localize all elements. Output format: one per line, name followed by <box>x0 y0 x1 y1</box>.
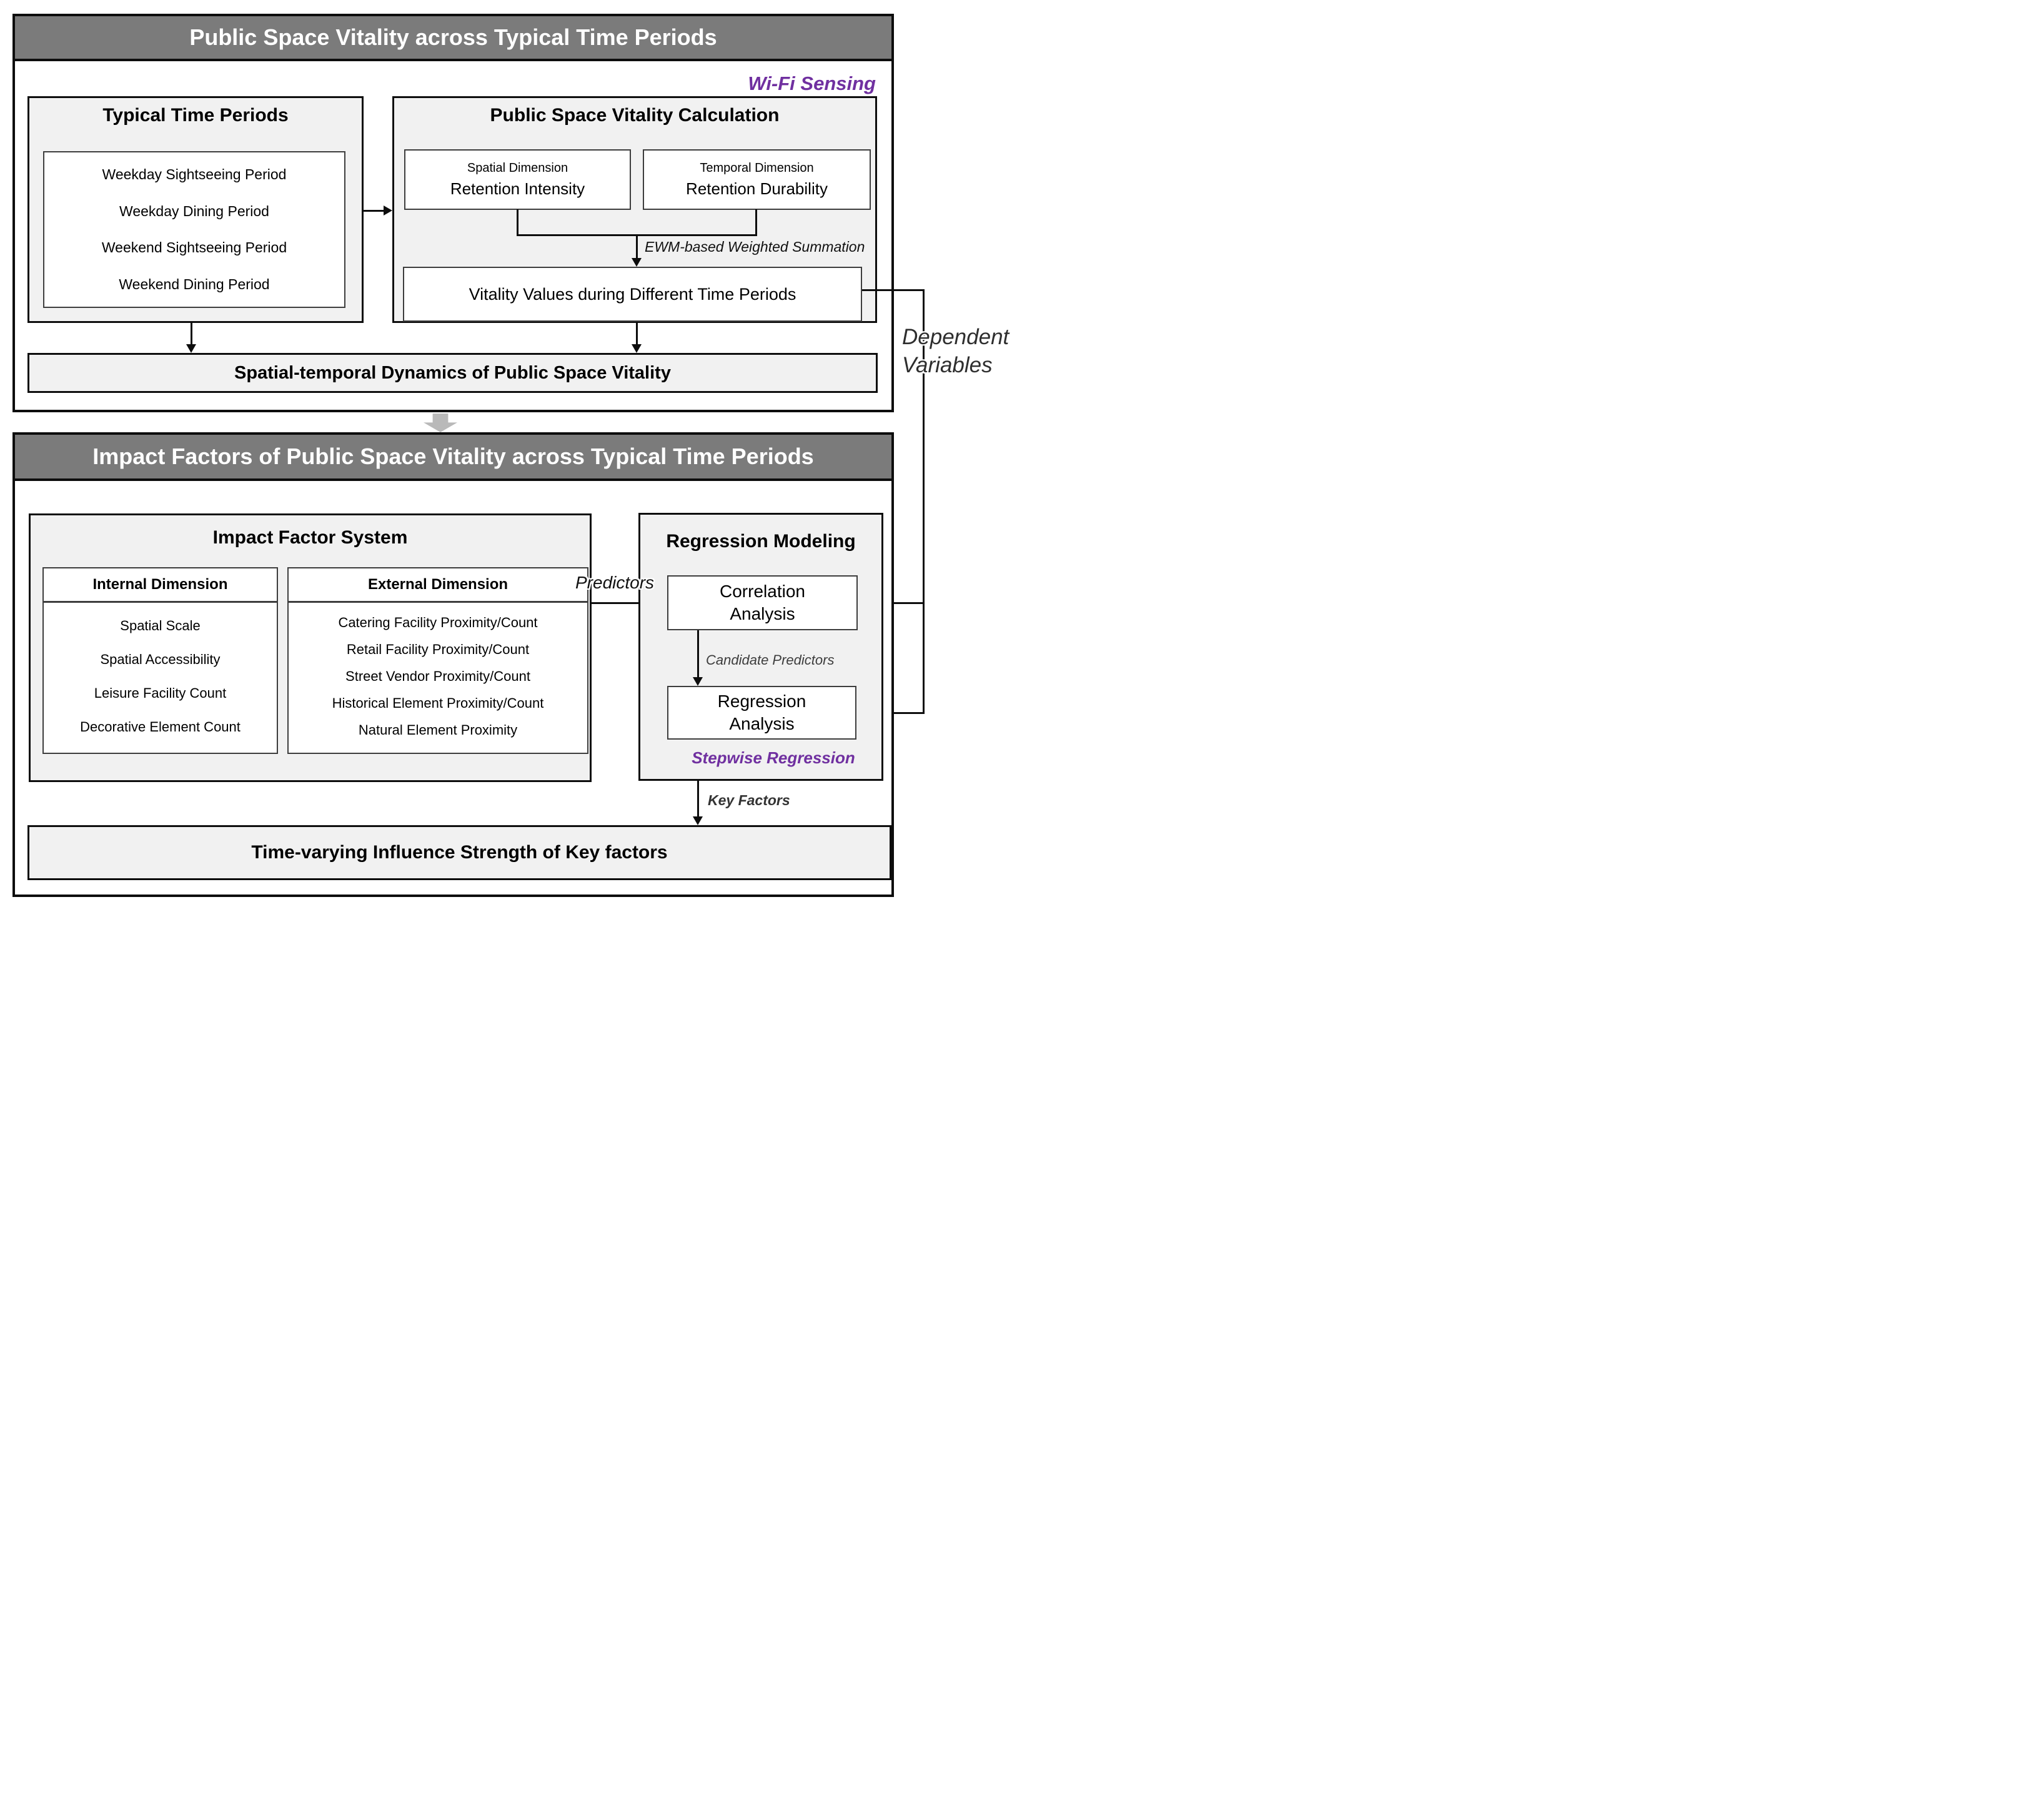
retention-durability-box: Temporal Dimension Retention Durability <box>643 149 871 210</box>
connector-typical-to-dynamics <box>191 323 192 345</box>
spatial-dimension-label: Spatial Dimension <box>467 161 568 175</box>
typical-time-periods-title: Typical Time Periods <box>102 105 289 126</box>
dynamics-bar-label: Spatial-temporal Dynamics of Public Spac… <box>234 362 671 383</box>
vitality-values-label: Vitality Values during Different Time Pe… <box>469 284 796 304</box>
retention-intensity-label: Retention Intensity <box>450 179 585 198</box>
retention-intensity-box: Spatial Dimension Retention Intensity <box>404 149 631 210</box>
key-factors-label: Key Factors <box>708 792 790 808</box>
typical-periods-list: Weekday Sightseeing Period Weekday Dinin… <box>43 151 345 308</box>
connector-candidate-predictors <box>697 630 699 678</box>
candidate-predictors-label: Candidate Predictors <box>706 652 835 668</box>
regression-analysis-box: Regression Analysis <box>667 686 856 740</box>
arrowhead-down-icon <box>632 344 642 353</box>
external-dimension-items: Catering Facility Proximity/Count Retail… <box>289 603 587 753</box>
list-item: Retail Facility Proximity/Count <box>346 641 530 657</box>
connector-typical-to-calculation <box>364 210 385 212</box>
vitality-calculation-title: Public Space Vitality Calculation <box>490 105 780 126</box>
regression-analysis-line1: Regression <box>717 691 806 711</box>
connector-dependent-vertical <box>923 289 925 714</box>
internal-dimension-box: Internal Dimension Spatial Scale Spatial… <box>42 567 278 754</box>
list-item: Catering Facility Proximity/Count <box>338 614 538 630</box>
external-dimension-title: External Dimension <box>289 568 587 603</box>
list-item: Weekend Sightseeing Period <box>101 239 287 256</box>
dependent-variables-line2: Variables <box>902 353 993 377</box>
list-item: Leisure Facility Count <box>94 685 227 701</box>
top-section-header: Public Space Vitality across Typical Tim… <box>12 14 894 61</box>
temporal-dimension-label: Temporal Dimension <box>700 161 814 175</box>
time-varying-bar: Time-varying Influence Strength of Key f… <box>27 825 891 880</box>
connector-merge-stem <box>636 234 638 259</box>
list-item: Street Vendor Proximity/Count <box>345 668 530 684</box>
arrowhead-down-icon <box>186 344 196 353</box>
predictors-label: Predictors <box>575 573 655 592</box>
list-item: Decorative Element Count <box>80 719 241 735</box>
connector-predictors <box>592 602 662 604</box>
top-section-title: Public Space Vitality across Typical Tim… <box>189 24 717 50</box>
regression-modeling-title: Regression Modeling <box>666 531 856 552</box>
external-dimension-box: External Dimension Catering Facility Pro… <box>287 567 588 754</box>
connector-key-factors <box>697 781 699 817</box>
internal-dimension-title: Internal Dimension <box>44 568 277 603</box>
impact-factor-system-title: Impact Factor System <box>212 527 408 548</box>
list-item: Weekend Dining Period <box>119 276 270 293</box>
retention-durability-label: Retention Durability <box>686 179 828 198</box>
arrowhead-down-icon <box>632 258 642 267</box>
dynamics-bar: Spatial-temporal Dynamics of Public Spac… <box>27 353 878 393</box>
wifi-sensing-label: Wi-Fi Sensing <box>748 72 876 94</box>
correlation-analysis-line1: Correlation <box>720 582 805 601</box>
list-item: Weekday Sightseeing Period <box>102 166 287 182</box>
list-item: Spatial Accessibility <box>100 652 221 667</box>
dependent-variables-label: Dependent Variables <box>902 323 1009 379</box>
internal-dimension-items: Spatial Scale Spatial Accessibility Leis… <box>44 603 277 753</box>
connector-dependent-to-correlation <box>866 602 925 604</box>
bottom-section-header: Impact Factors of Public Space Vitality … <box>12 432 894 481</box>
section-transition-arrow-icon <box>424 414 457 432</box>
correlation-analysis-line2: Analysis <box>730 604 795 623</box>
stepwise-regression-label: Stepwise Regression <box>692 748 855 767</box>
ewm-summation-label: EWM-based Weighted Summation <box>645 239 865 255</box>
arrowhead-down-icon <box>693 677 703 686</box>
list-item: Natural Element Proximity <box>358 722 518 738</box>
arrowhead-down-icon <box>693 816 703 825</box>
connector-temporal-down <box>755 209 757 235</box>
connector-vitality-to-dynamics <box>636 322 638 345</box>
correlation-analysis-box: Correlation Analysis <box>667 575 858 630</box>
connector-dependent-to-regression <box>865 712 925 714</box>
methodology-flowchart: Public Space Vitality across Typical Tim… <box>0 0 1022 907</box>
arrowhead-right-icon <box>384 206 392 216</box>
connector-dependent-horizontal <box>862 289 925 291</box>
connector-spatial-down <box>517 209 518 235</box>
dependent-variables-line1: Dependent <box>902 325 1010 349</box>
time-varying-bar-label: Time-varying Influence Strength of Key f… <box>251 842 668 863</box>
vitality-values-box: Vitality Values during Different Time Pe… <box>403 267 862 322</box>
regression-analysis-line2: Analysis <box>729 714 795 733</box>
list-item: Spatial Scale <box>120 618 201 633</box>
list-item: Weekday Dining Period <box>119 202 269 219</box>
regression-modeling-box <box>638 513 883 781</box>
list-item: Historical Element Proximity/Count <box>332 695 544 711</box>
bottom-section-title: Impact Factors of Public Space Vitality … <box>92 444 814 469</box>
